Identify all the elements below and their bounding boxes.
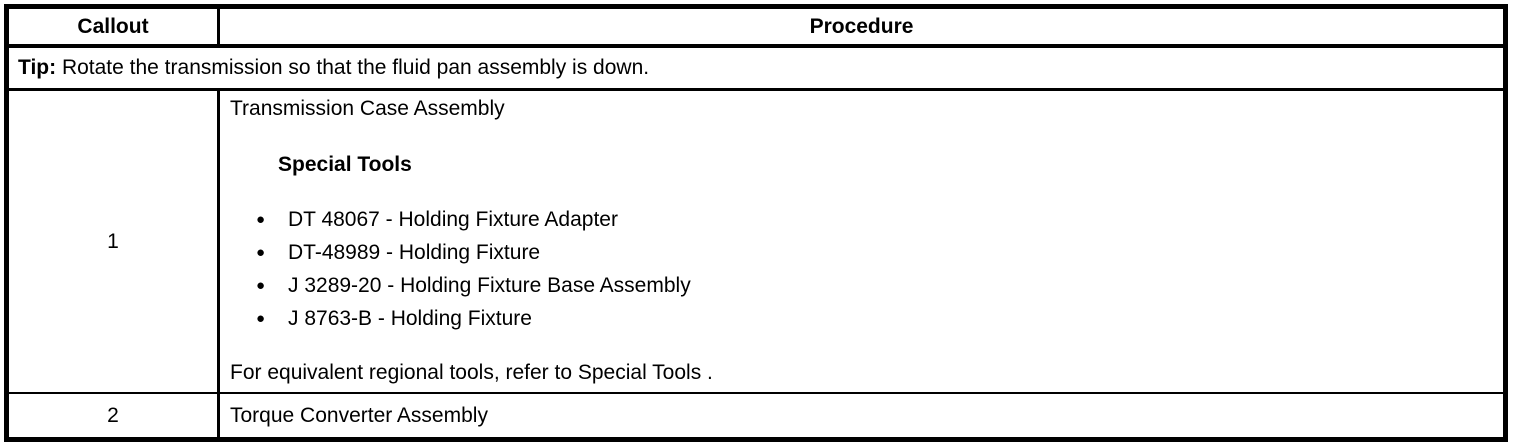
equivalent-tools-note: For equivalent regional tools, refer to … bbox=[230, 361, 713, 384]
procedure-table: Callout Procedure Tip: Rotate the transm… bbox=[4, 4, 1508, 442]
tool-item-text: DT 48067 - Holding Fixture Adapter bbox=[288, 208, 618, 231]
table-header-row: Callout Procedure bbox=[9, 9, 1503, 48]
tip-body: Rotate the transmission so that the flui… bbox=[61, 56, 650, 79]
table-row: 2 Torque Converter Assembly bbox=[9, 394, 1503, 437]
tool-item-text: J 8763-B - Holding Fixture bbox=[288, 307, 532, 330]
callout-column-header: Callout bbox=[9, 9, 220, 44]
tool-item-text: DT-48989 - Holding Fixture bbox=[288, 241, 541, 264]
list-item: ● J 3289-20 - Holding Fixture Base Assem… bbox=[256, 269, 1493, 302]
special-tools-heading: Special Tools bbox=[278, 153, 412, 176]
tip-row: Tip: Rotate the transmission so that the… bbox=[9, 48, 1503, 91]
bullet-icon: ● bbox=[256, 244, 266, 261]
procedure-column-header: Procedure bbox=[809, 14, 914, 38]
list-item: ● DT-48989 - Holding Fixture bbox=[256, 236, 1493, 269]
tip-text: Tip: Rotate the transmission so that the… bbox=[18, 56, 649, 80]
bullet-icon: ● bbox=[256, 211, 266, 228]
table-row: 1 Transmission Case Assembly Special Too… bbox=[9, 91, 1503, 394]
callout-number-2: 2 bbox=[9, 394, 220, 437]
procedure-title: Torque Converter Assembly bbox=[230, 403, 488, 427]
list-item: ● DT 48067 - Holding Fixture Adapter bbox=[256, 203, 1493, 236]
procedure-cell-2: Torque Converter Assembly bbox=[220, 394, 1503, 437]
tip-label: Tip: bbox=[18, 56, 62, 79]
special-tools-list: ● DT 48067 - Holding Fixture Adapter ● D… bbox=[230, 203, 1493, 335]
bullet-icon: ● bbox=[256, 277, 266, 294]
procedure-cell-1: Transmission Case Assembly Special Tools… bbox=[220, 91, 1503, 392]
bullet-icon: ● bbox=[256, 310, 266, 327]
callout-number-1: 1 bbox=[9, 91, 220, 392]
list-item: ● J 8763-B - Holding Fixture bbox=[256, 302, 1493, 335]
procedure-title: Transmission Case Assembly bbox=[230, 97, 505, 120]
tool-item-text: J 3289-20 - Holding Fixture Base Assembl… bbox=[288, 274, 691, 297]
